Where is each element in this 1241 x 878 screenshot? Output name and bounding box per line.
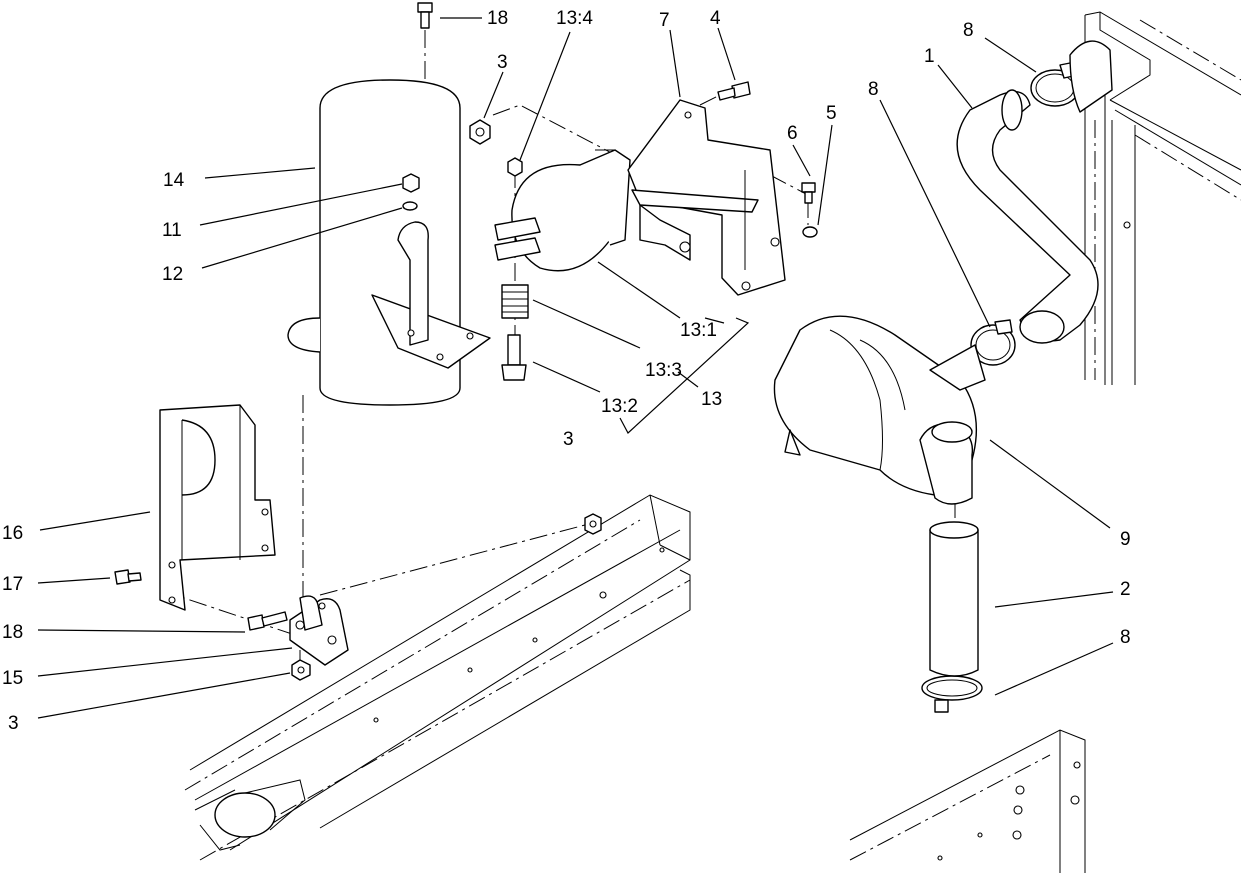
- bolt-18-top: [417, 2, 433, 29]
- bolt-6: [801, 182, 816, 204]
- callout-18-top: 18: [487, 8, 508, 29]
- nut-3-top: [469, 119, 491, 145]
- callout-11: 11: [162, 220, 182, 241]
- callout-12: 12: [162, 264, 183, 285]
- outlet-pipe: [1069, 40, 1113, 113]
- callout-4: 4: [710, 8, 721, 29]
- callout-2: 2: [1120, 579, 1131, 600]
- nut-11: [402, 173, 420, 193]
- clamp-8-bot: [921, 675, 983, 713]
- callout-13-4: 13:4: [556, 8, 593, 29]
- callout-3-mid: 3: [563, 429, 574, 450]
- frame-rail: [184, 494, 691, 861]
- callout-14: 14: [163, 170, 185, 191]
- hose-1: [956, 89, 1099, 344]
- washer-12: [402, 201, 418, 211]
- hose-2: [929, 521, 979, 677]
- callout-9: 9: [1120, 529, 1131, 550]
- callout-16: 16: [2, 523, 23, 544]
- bracket-7: [627, 99, 786, 296]
- bolt-4: [717, 81, 751, 101]
- callout-1: 1: [924, 46, 935, 67]
- callout-13: 13: [701, 389, 722, 410]
- callout-13-3: 13:3: [645, 360, 682, 381]
- spring-13-3: [501, 284, 529, 319]
- callout-15: 15: [2, 668, 23, 689]
- leader-lines: [37, 17, 1114, 719]
- bracket-15: [289, 595, 349, 666]
- clamp-nut-13-4: [507, 157, 523, 177]
- bolt-13-2: [501, 334, 527, 381]
- callout-13-1: 13:1: [680, 320, 717, 341]
- nut-3-bottom: [291, 659, 311, 681]
- callout-17: 17: [2, 574, 23, 595]
- clamp-8-mid: [970, 319, 1016, 366]
- bolt-18-bottom: [247, 611, 288, 631]
- callout-5: 5: [826, 103, 837, 124]
- callout-8-top: 8: [963, 20, 974, 41]
- callout-13-2: 13:2: [601, 396, 638, 417]
- callout-3-top: 3: [497, 52, 508, 73]
- frame-rail-right: [849, 729, 1086, 873]
- bolt-17: [114, 569, 142, 585]
- nut-3-mid: [584, 513, 602, 535]
- clamp-band: [494, 149, 631, 272]
- callout-labels: 18 3 13:4 7 4 8 1 8 6 5 14 11 12 13:1 13…: [2, 8, 1131, 734]
- air-cleaner-9: [773, 315, 986, 505]
- callout-7: 7: [659, 10, 670, 31]
- washer-5: [802, 226, 818, 238]
- callout-3-bottom: 3: [8, 713, 19, 734]
- callout-8-mid: 8: [868, 79, 879, 100]
- muffler: [287, 79, 491, 406]
- callout-18-bottom: 18: [2, 622, 23, 643]
- callout-8-bot: 8: [1120, 627, 1131, 648]
- callout-6: 6: [787, 123, 798, 144]
- heat-shield-16: [159, 404, 276, 611]
